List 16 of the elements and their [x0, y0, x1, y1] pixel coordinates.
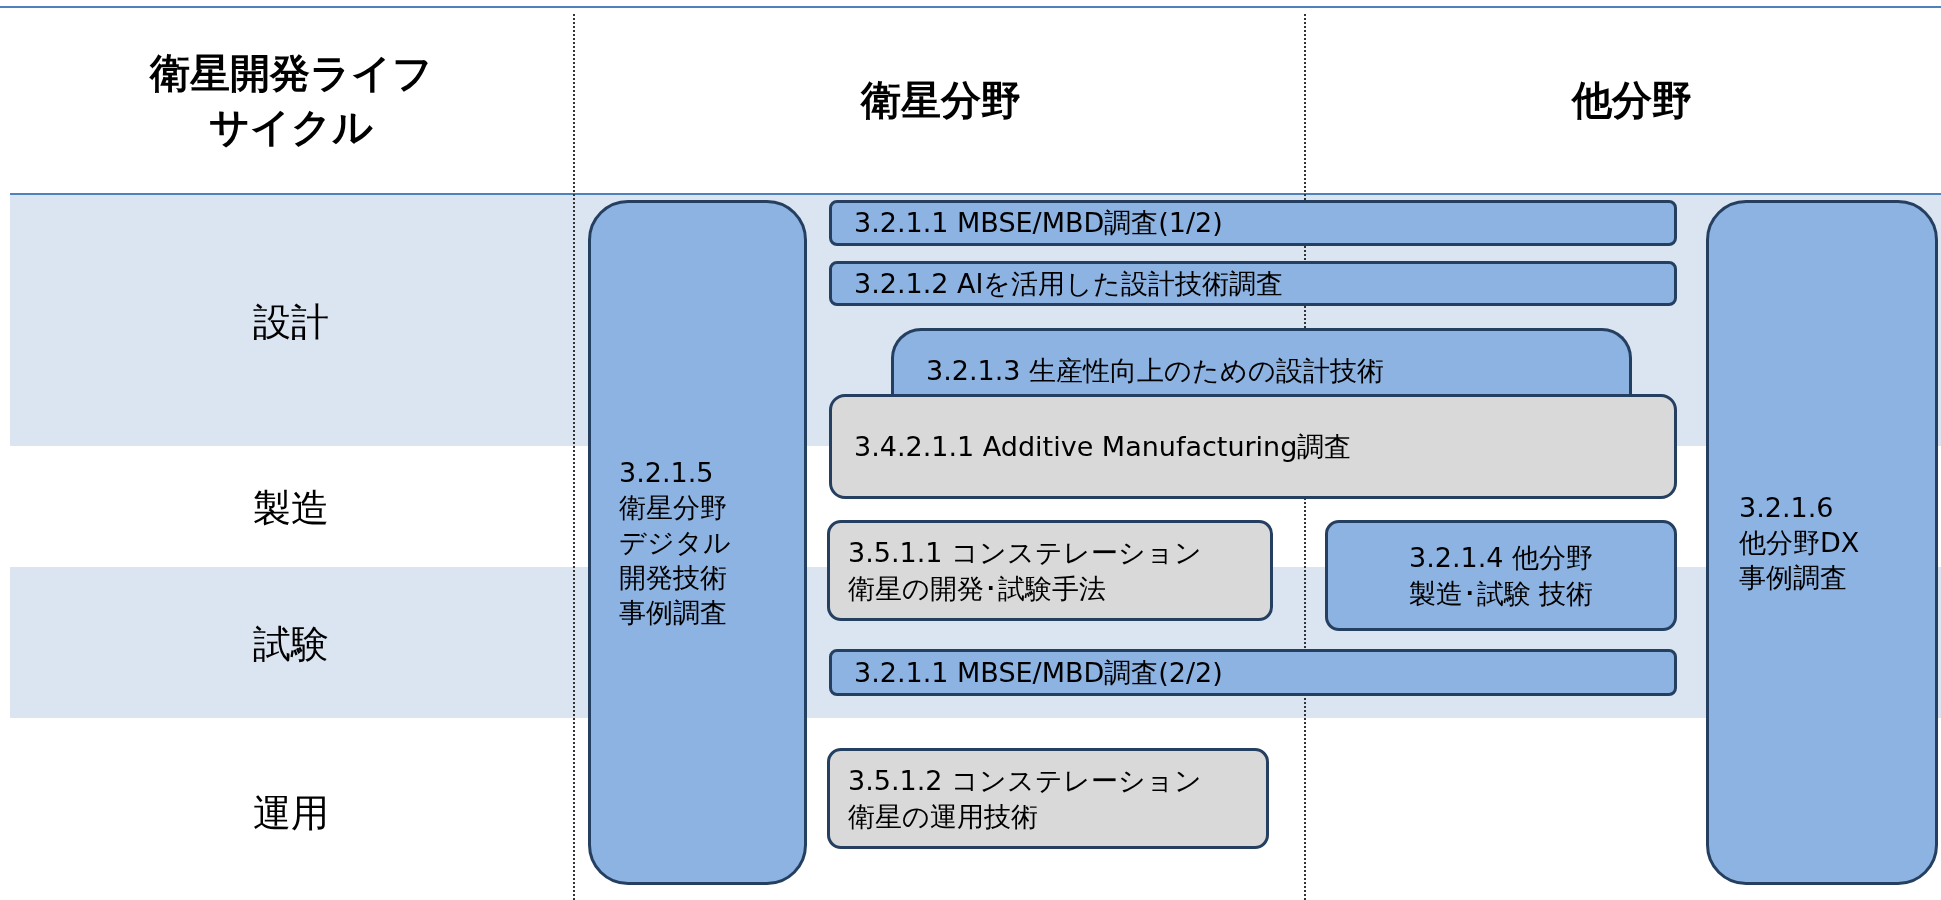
category-pill: 3.2.1.5 衛星分野デジタル開発技術事例調査: [588, 200, 807, 885]
task-box: 3.2.1.4 他分野製造･試験 技術: [1325, 520, 1677, 631]
row-label: 試験: [252, 620, 330, 668]
task-bar: 3.2.1.1 MBSE/MBD調査(1/2): [829, 200, 1677, 246]
row-label: 設計: [252, 298, 330, 346]
task-bar: 3.2.1.2 AIを活用した設計技術調査: [829, 261, 1677, 306]
category-pill: 3.2.1.6 他分野DX事例調査: [1706, 200, 1938, 885]
column-header: 衛星開発ライフサイクル: [148, 49, 434, 152]
column-header: 衛星分野: [859, 76, 1022, 125]
task-box: 3.5.1.2 コンステレーション衛星の運用技術: [827, 748, 1269, 849]
row-label: 製造: [252, 484, 330, 532]
task-bar: 3.2.1.1 MBSE/MBD調査(2/2): [829, 649, 1677, 696]
row-label: 運用: [252, 789, 330, 837]
task-box: 3.5.1.1 コンステレーション衛星の開発･試験手法: [827, 520, 1273, 621]
column-header: 他分野: [1570, 76, 1693, 125]
task-box: 3.4.2.1.1 Additive Manufacturing調査: [829, 394, 1677, 499]
